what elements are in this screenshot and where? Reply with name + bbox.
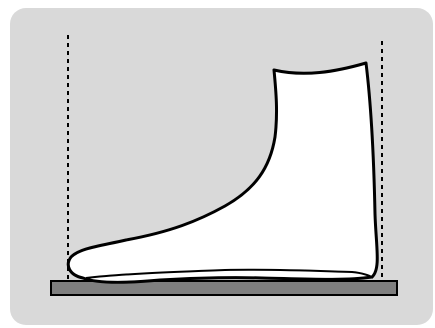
foot-measurement-diagram — [0, 0, 435, 328]
diagram-canvas — [0, 0, 435, 328]
